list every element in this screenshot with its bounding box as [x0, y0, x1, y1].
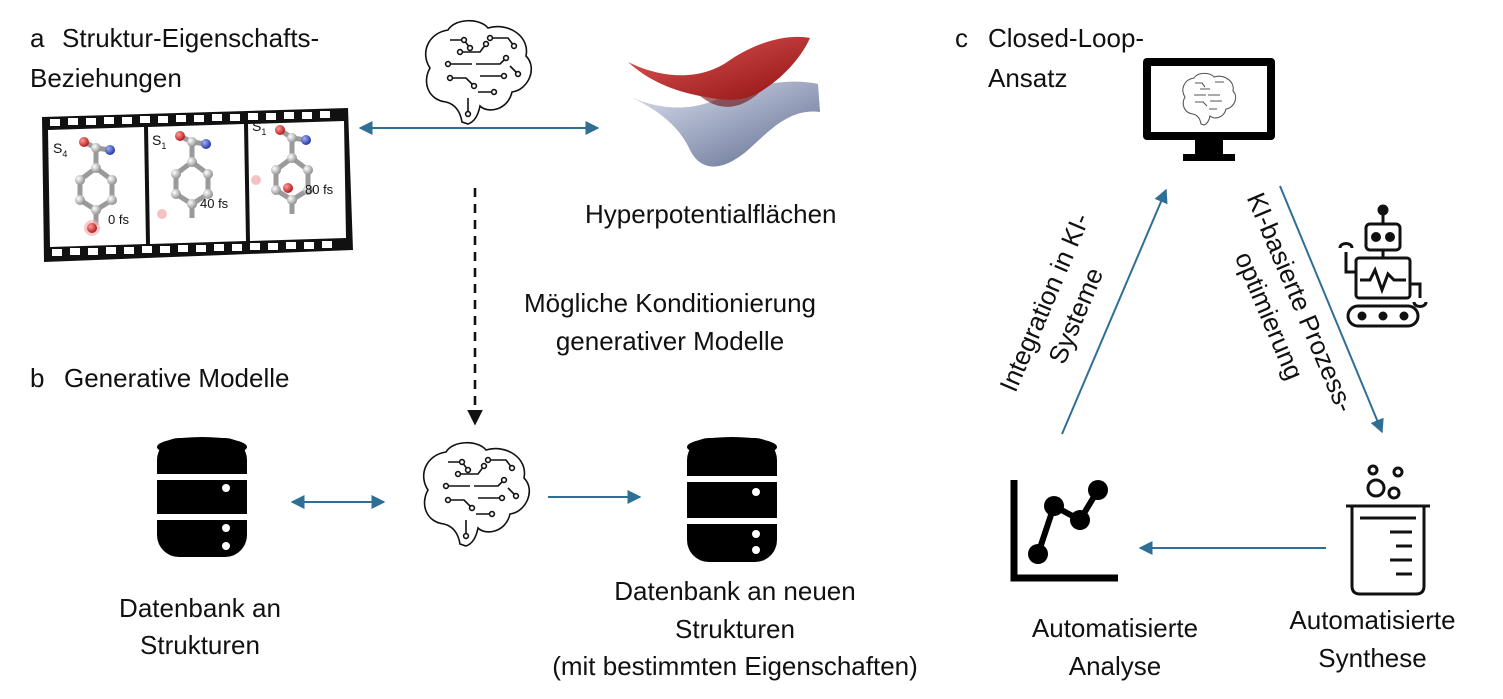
analysis-line2: Analyse — [1068, 651, 1162, 681]
arrow-monitor-synthesis — [1279, 185, 1384, 434]
db-right-line1: Datenbank an neuen — [614, 576, 856, 606]
frame-1-time: 0 fs — [108, 212, 129, 227]
panel-c-title-line2: Ansatz — [988, 63, 1068, 93]
panel-a-title-line1: Struktur-Eigenschafts- — [62, 23, 320, 53]
analysis-line1: Automatisierte — [1031, 613, 1199, 643]
frame-2-state: S1 — [152, 132, 167, 151]
panel-b-title: Generative Modelle — [64, 363, 290, 393]
conditioning-line1: Mögliche Konditionierung — [524, 288, 816, 318]
line-chart-icon — [1010, 480, 1118, 582]
surface-label: Hyperpotentialflächen — [585, 199, 837, 229]
synthesis-line1: Automatisierte — [1289, 605, 1456, 635]
molecule-frame-2 — [157, 131, 213, 219]
db-left-line1: Datenbank an — [119, 593, 281, 623]
hyperpotential-surface-icon — [628, 36, 820, 167]
panel-a-letter: a — [30, 23, 45, 53]
molecule-frame-1 — [75, 137, 117, 236]
film-strip-icon — [42, 108, 353, 262]
db-right-line2: Strukturen — [675, 614, 795, 644]
panel-c-letter: c — [955, 23, 968, 53]
database-icon-left — [157, 437, 247, 557]
beaker-icon — [1346, 464, 1430, 596]
conditioning-line2: generativer Modelle — [555, 326, 785, 356]
frame-3-state: S1 — [252, 118, 267, 137]
brain-circuit-icon-top — [424, 19, 532, 125]
panel-c-title-line1: Closed-Loop- — [988, 23, 1145, 53]
panel-a-title-line2: Beziehungen — [30, 63, 182, 93]
robot-icon — [1338, 204, 1428, 328]
db-right-line3: (mit bestimmten Eigenschaften) — [552, 651, 918, 681]
frame-2-time: 40 fs — [200, 196, 229, 211]
molecule-frame-3 — [251, 125, 313, 214]
frame-3-time: 80 fs — [305, 182, 334, 197]
frame-1-state: S4 — [53, 140, 68, 159]
brain-circuit-icon-middle — [422, 441, 530, 547]
synthesis-line2: Synthese — [1318, 643, 1427, 673]
panel-b-letter: b — [30, 363, 45, 393]
db-left-line2: Strukturen — [140, 630, 260, 660]
arrow-analysis-monitor — [1061, 188, 1168, 435]
database-icon-right — [687, 437, 777, 562]
monitor-icon — [1143, 58, 1275, 161]
